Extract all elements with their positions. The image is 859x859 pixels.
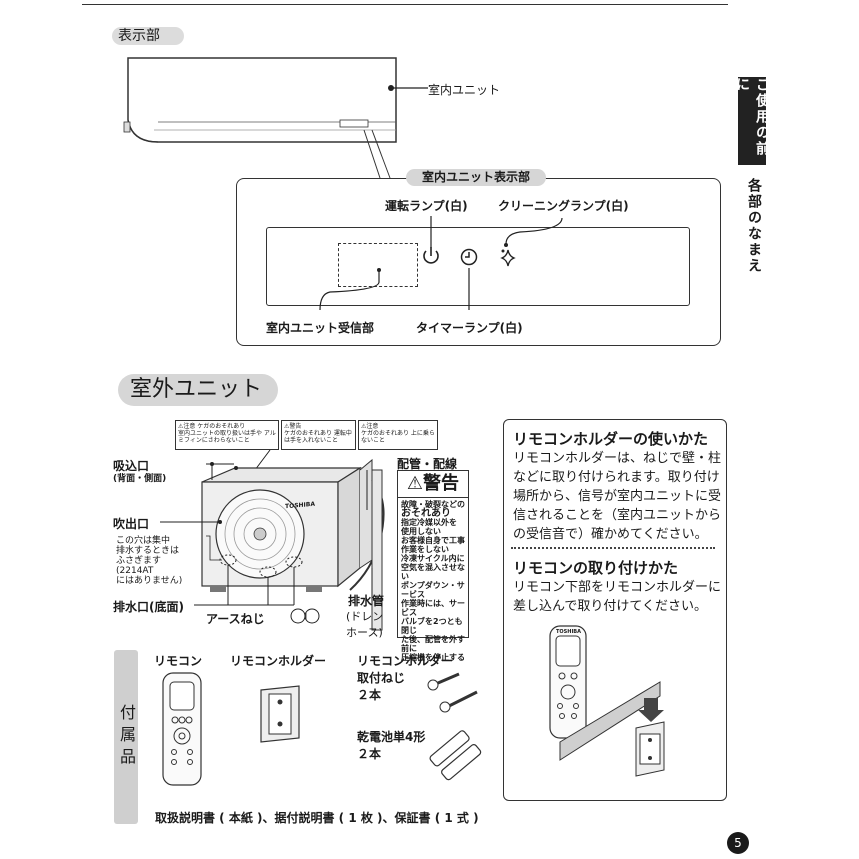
warning-line: 冷凍サイクル内に	[401, 554, 465, 563]
accessory-remote-label: リモコン	[154, 654, 203, 668]
top-rule	[82, 4, 728, 5]
warning-label: ⚠警告 故障・破裂などの おそれあり 指定冷媒以外を 使用しない お客様自身で工…	[397, 470, 469, 662]
warning-line: 圧縮機を停止する	[401, 653, 465, 662]
caution-card-fan: ⚠警告 ケガのおそれあり 運転中は手を入れないこと	[281, 420, 356, 450]
drain-pipe-note: (ドレン ホース)	[346, 608, 383, 640]
caution-card-fin-body: 室内ユニットの取り扱いは手や アルミフィンにさわらないこと	[178, 430, 276, 444]
caution-card-step-body: ケガのおそれあり 上に乗らないこと	[361, 430, 435, 444]
warning-label-body: 故障・破裂などの おそれあり 指定冷媒以外を 使用しない お客様自身で工事 作業…	[398, 498, 468, 664]
hole-note-line: にはありません)	[116, 576, 183, 586]
indoor-unit-label: 室内ユニット	[428, 83, 501, 97]
warning-line: お客様自身で工事	[401, 536, 465, 545]
caution-card-fin: ⚠注意 ケガのおそれあり 室内ユニットの取り扱いは手や アルミフィンにさわらない…	[175, 420, 279, 450]
receiver-label: 室内ユニット受信部	[266, 321, 375, 335]
section-display-heading: 表示部	[112, 27, 184, 45]
receiver-window	[338, 243, 418, 287]
remote-into-holder-illustration	[549, 625, 665, 777]
side-tab-before-use: ご使用の前に	[734, 77, 770, 165]
warning-line: 作業をしない	[401, 545, 449, 554]
hole-note-line: 排水するときは	[116, 546, 180, 556]
drain-pipe-note-line: ホース)	[346, 626, 383, 639]
outdoor-unit-illustration	[160, 449, 385, 631]
caution-card-fin-head: ⚠注意 ケガのおそれあり	[178, 423, 246, 430]
display-leader-lines	[319, 216, 563, 311]
indoor-unit-leader	[388, 85, 428, 91]
screw-icon	[427, 672, 478, 713]
accessories-tab: 付属品	[114, 650, 138, 824]
remote-holder-box	[503, 419, 727, 801]
warning-line: おそれあり	[401, 508, 451, 519]
piping-label: 配管・配線	[397, 457, 458, 471]
page-number: 5	[727, 832, 749, 854]
hole-note-line: ふさぎます	[116, 556, 162, 566]
outlet-label: 吹出口	[113, 517, 150, 531]
remote-holder-illustration	[260, 685, 300, 743]
drain-port-label: 排水口(底面)	[113, 600, 184, 614]
hole-note-line: (2214AT	[116, 566, 154, 576]
accessory-screw-title2: 取付ねじ	[357, 671, 406, 685]
cleaning-lamp-label: クリーニングランプ(白)	[498, 199, 629, 213]
run-lamp-label: 運転ランプ(白)	[385, 199, 468, 213]
holder-usage-title: リモコンホルダーの使いかた	[513, 430, 709, 448]
intake-note: (背面・側面)	[113, 474, 167, 484]
caution-card-fan-body: ケガのおそれあり 運転中は手を入れないこと	[284, 430, 352, 444]
caution-card-fan-head: ⚠警告	[284, 423, 302, 430]
remote-control-illustration	[162, 672, 202, 786]
remote-attach-title: リモコンの取り付けかた	[513, 559, 679, 577]
warning-line: た後、配管を外す前に	[401, 635, 465, 653]
warning-line: 故障・破裂などの	[401, 500, 465, 509]
timer-icon	[460, 248, 478, 266]
hole-note: この穴は集中 排水するときは ふさぎます (2214AT にはありません)	[116, 536, 182, 586]
warning-line: 作業時には、サービス	[401, 599, 465, 617]
section-outdoor-heading: 室外ユニット	[118, 374, 278, 406]
caution-card-step: ⚠注意 ケガのおそれあり 上に乗らないこと	[358, 420, 438, 450]
warning-line: バルブを2つとも閉じ	[401, 617, 463, 635]
hole-note-line: この穴は集中	[116, 536, 171, 546]
warning-line: 使用しない	[401, 527, 441, 536]
indoor-unit-illustration	[123, 57, 397, 179]
warning-line: 空気を混入させない	[401, 563, 465, 581]
accessory-screw-title: リモコンホルダー	[357, 654, 454, 668]
earth-screw-label: アースねじ	[206, 612, 265, 626]
warning-line: ポンプダウン・サービス	[401, 581, 465, 599]
timer-lamp-label: タイマーランプ(白)	[416, 321, 523, 335]
side-title-part-names: 各部のなまえ	[746, 178, 762, 274]
intake-label: 吸込口	[113, 459, 150, 473]
battery-icon	[429, 730, 482, 781]
sparkle-icon	[500, 249, 516, 267]
accessory-screw-qty: ２本	[357, 688, 382, 702]
holder-box-divider	[511, 547, 715, 549]
indoor-display-title: 室内ユニット表示部	[406, 169, 546, 186]
accessory-documents: 取扱説明書 ( 本紙 )、据付説明書 ( 1 枚 )、保証書 ( 1 式 )	[155, 811, 479, 825]
drain-pipe-note-line: (ドレン	[346, 610, 384, 623]
power-icon	[423, 247, 439, 264]
warning-label-head: ⚠警告	[398, 471, 468, 498]
accessory-battery-qty: ２本	[357, 747, 382, 761]
remote-attach-body: リモコン下部をリモコンホルダーに差し込んで取り付けてください。	[513, 580, 722, 614]
holder-remote-brand: TOSHIBA	[556, 629, 581, 635]
caution-card-step-head: ⚠注意	[361, 423, 379, 430]
drain-pipe-label: 排水管	[348, 594, 385, 608]
holder-usage-body: リモコンホルダーは、ねじで壁・柱などに取り付けられます。取り付け場所から、信号が…	[513, 451, 722, 542]
accessory-holder-label: リモコンホルダー	[230, 654, 327, 668]
warning-line: 指定冷媒以外を	[401, 518, 457, 527]
display-panel	[266, 227, 690, 306]
accessory-battery-title: 乾電池単4形	[357, 730, 426, 744]
